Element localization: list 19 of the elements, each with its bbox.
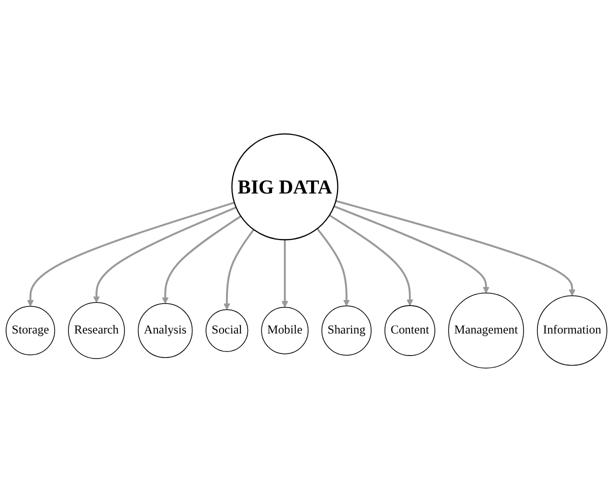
- node-circle: Social: [206, 309, 248, 352]
- node-circle: Sharing: [321, 306, 372, 356]
- arrow: [93, 206, 236, 303]
- node-circle: Content: [384, 305, 436, 356]
- arrow: [336, 200, 576, 296]
- node-circle: Mobile: [261, 306, 309, 354]
- arrow: [328, 214, 414, 306]
- arrow: [224, 229, 254, 310]
- arrow: [282, 240, 288, 308]
- node-circle: Research: [68, 302, 125, 359]
- arrow: [27, 202, 235, 307]
- node-circle: BIG DATA: [231, 133, 338, 240]
- arrow: [162, 215, 242, 304]
- node-circle: Storage: [6, 306, 56, 356]
- arrow: [334, 205, 490, 294]
- node-circle: Management: [448, 292, 524, 368]
- node-circle: Analysis: [138, 303, 193, 358]
- node-circle: Information: [536, 295, 608, 366]
- arrow: [316, 228, 350, 306]
